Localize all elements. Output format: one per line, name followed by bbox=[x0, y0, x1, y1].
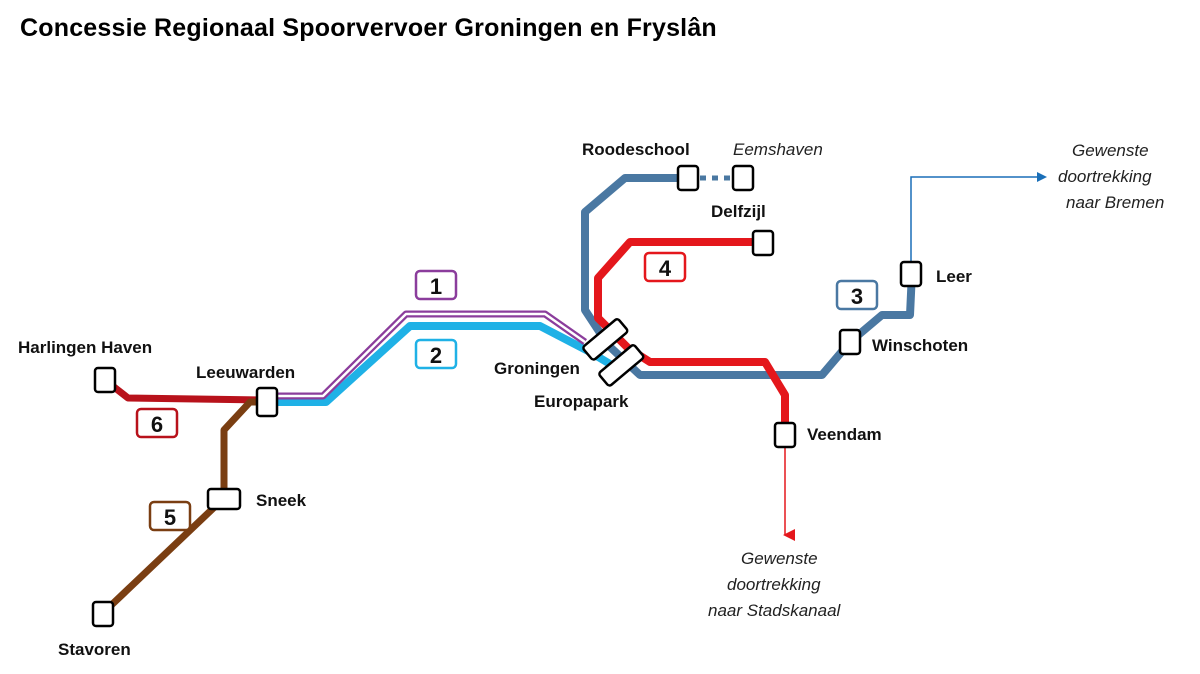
line-3-badge: 3 bbox=[835, 279, 879, 311]
station-winschoten bbox=[838, 328, 862, 356]
label-delfzijl: Delfzijl bbox=[711, 202, 766, 221]
extension-stadskanaal-line-2: doortrekking bbox=[727, 575, 821, 594]
station-leeuwarden bbox=[255, 386, 279, 418]
station-leer bbox=[899, 260, 923, 288]
line-1-badge: 1 bbox=[414, 269, 458, 301]
extension-bremen-line bbox=[910, 172, 1047, 272]
station-harlingen-haven bbox=[93, 366, 117, 394]
page-title: Concessie Regionaal Spoorvervoer Groning… bbox=[20, 14, 717, 42]
station-delfzijl bbox=[751, 229, 775, 257]
line-1-number: 1 bbox=[430, 274, 442, 299]
extension-bremen-line-1: Gewenste bbox=[1072, 141, 1149, 160]
line-1-route-inner bbox=[268, 312, 586, 398]
station-veendam bbox=[773, 421, 797, 449]
line-3-route bbox=[581, 174, 916, 379]
extension-stadskanaal-line-3: naar Stadskanaal bbox=[708, 601, 842, 620]
label-europapark: Europapark bbox=[534, 392, 629, 411]
line-5-route bbox=[100, 398, 266, 616]
station-stavoren bbox=[91, 600, 115, 628]
line-4-badge: 4 bbox=[643, 251, 687, 283]
station-sneek bbox=[206, 487, 242, 511]
line-5-number: 5 bbox=[164, 505, 176, 530]
station-eemshaven bbox=[731, 164, 755, 192]
line-6-number: 6 bbox=[151, 412, 163, 437]
line-2-badge: 2 bbox=[414, 338, 458, 370]
extension-bremen-label: Gewenste doortrekking naar Bremen bbox=[1058, 141, 1164, 212]
label-winschoten: Winschoten bbox=[872, 336, 968, 355]
line-6-badge: 6 bbox=[135, 407, 179, 439]
extension-bremen-line-2: doortrekking bbox=[1058, 167, 1152, 186]
extension-stadskanaal-line-1: Gewenste bbox=[741, 549, 818, 568]
extension-bremen-line-3: naar Bremen bbox=[1066, 193, 1164, 212]
label-groningen: Groningen bbox=[494, 359, 580, 378]
station-groningen bbox=[582, 318, 629, 361]
line-6-route bbox=[102, 377, 267, 404]
label-veendam: Veendam bbox=[807, 425, 882, 444]
label-sneek: Sneek bbox=[256, 491, 307, 510]
line-2-number: 2 bbox=[430, 343, 442, 368]
label-eemshaven: Eemshaven bbox=[733, 140, 823, 159]
extension-stadskanaal-label: Gewenste doortrekking naar Stadskanaal bbox=[708, 549, 842, 620]
label-leer: Leer bbox=[936, 267, 972, 286]
station-roodeschool bbox=[676, 164, 700, 192]
line-5-badge: 5 bbox=[148, 500, 192, 532]
line-3-number: 3 bbox=[851, 284, 863, 309]
line-4-number: 4 bbox=[659, 256, 672, 281]
station-europapark bbox=[598, 344, 645, 387]
label-roodeschool: Roodeschool bbox=[582, 140, 690, 159]
label-harlingen-haven: Harlingen Haven bbox=[18, 338, 152, 357]
label-leeuwarden: Leeuwarden bbox=[196, 363, 295, 382]
label-stavoren: Stavoren bbox=[58, 640, 131, 659]
